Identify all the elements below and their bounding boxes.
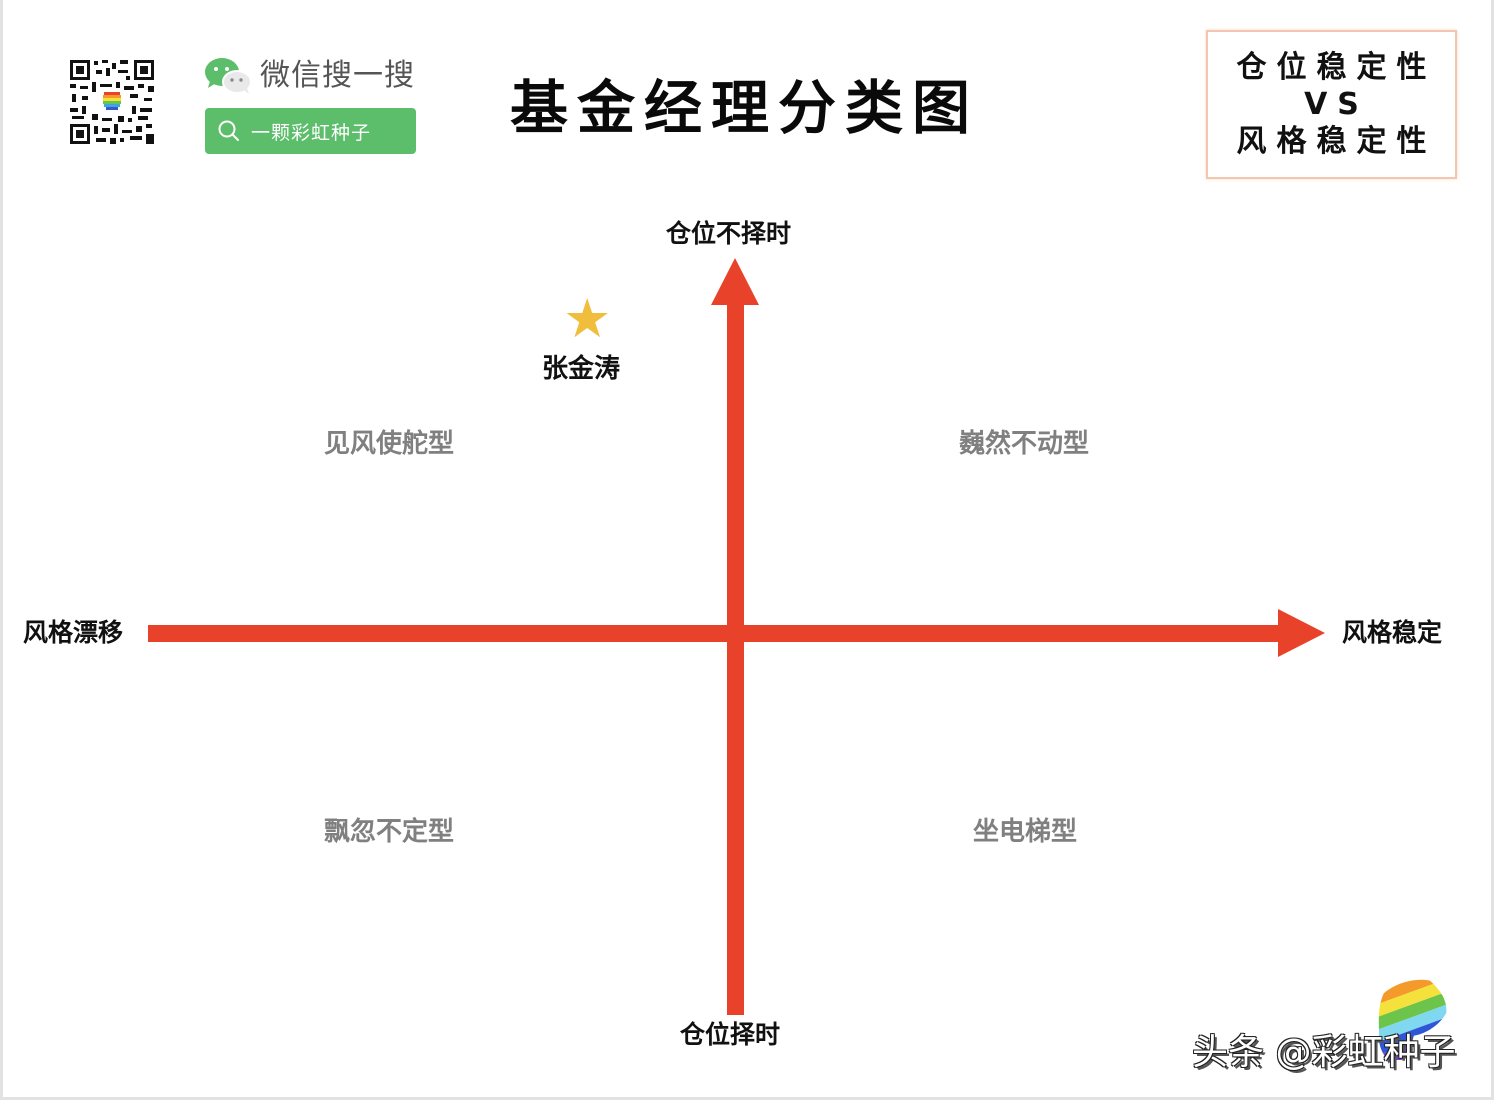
quadrant-top-left-label: 见风使舵型 [324, 429, 455, 459]
comparison-line-2: 风格稳定性 [1236, 124, 1437, 159]
y-axis-arrowhead [711, 258, 759, 305]
x-axis-line [148, 625, 1280, 642]
qr-code-icon [68, 58, 156, 146]
watermark: 头条 @彩虹种子 [1192, 1032, 1456, 1073]
quadrant-bottom-right-label: 坐电梯型 [973, 817, 1078, 847]
y-axis-top-label: 仓位不择时 [666, 219, 792, 248]
wechat-logo-icon [205, 58, 252, 94]
page-title: 基金经理分类图 [510, 74, 980, 142]
quadrant-top-right-label: 巍然不动型 [959, 429, 1090, 459]
x-axis-left-label: 风格漂移 [23, 618, 124, 647]
wechat-search-brand: 微信搜一搜 [260, 58, 415, 93]
search-query: 一颗彩虹种子 [251, 121, 372, 144]
search-icon [218, 120, 239, 141]
comparison-box: 仓位稳定性 VS 风格稳定性 [1206, 30, 1457, 179]
comparison-vs: VS [1304, 87, 1369, 122]
x-axis-arrowhead [1278, 609, 1325, 657]
x-axis-right-label: 风格稳定 [1342, 618, 1443, 647]
quadrant-bottom-left-label: 飘忽不定型 [324, 817, 455, 847]
point-label: 张金涛 [542, 354, 621, 384]
comparison-line-1: 仓位稳定性 [1236, 50, 1437, 85]
rainbow-seed-icon [1368, 978, 1452, 1060]
wechat-search-box[interactable]: 一颗彩虹种子 [205, 108, 416, 154]
y-axis-line [727, 303, 744, 1015]
star-icon: ★ [563, 287, 612, 350]
y-axis-bottom-label: 仓位择时 [680, 1020, 781, 1049]
